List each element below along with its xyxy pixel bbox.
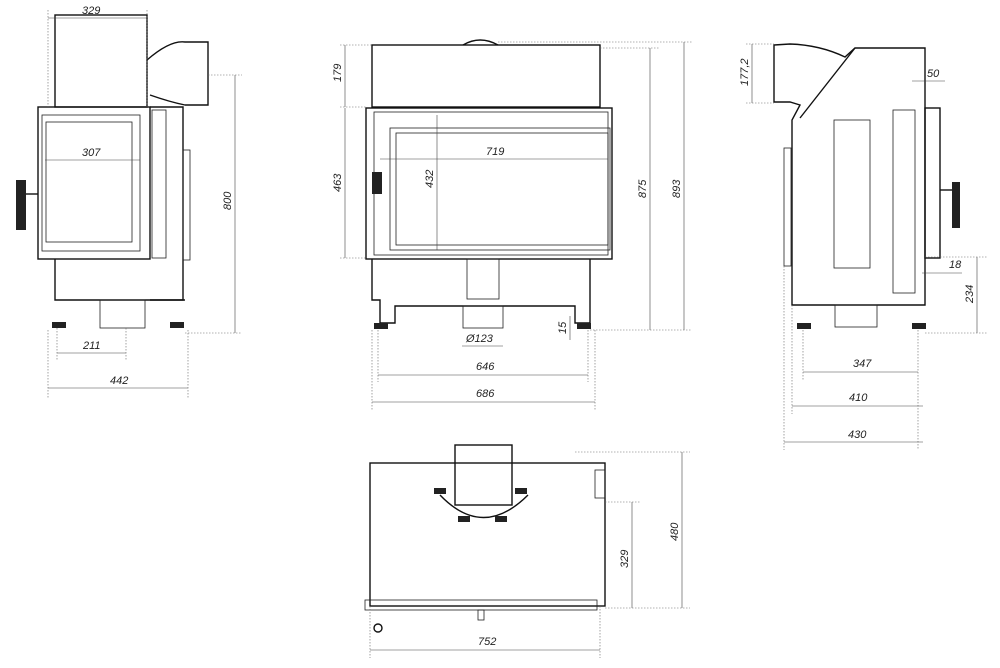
right-foot-icon: [170, 322, 184, 328]
vent-panel: [833, 119, 871, 269]
dim-347: 347: [853, 358, 872, 370]
dim-432: 432: [424, 170, 436, 188]
dim-307: 307: [82, 147, 101, 159]
dim-430: 430: [848, 429, 867, 441]
dim-329: 329: [82, 5, 100, 17]
dim-463: 463: [332, 173, 344, 192]
side-rail: [783, 147, 792, 267]
air-intake: [466, 258, 500, 300]
side-channel: [151, 109, 167, 259]
dim-752: 752: [478, 636, 496, 648]
dim-719: 719: [486, 146, 504, 158]
right-foot-icon: [577, 323, 591, 329]
dim-50: 50: [927, 68, 940, 80]
flue-stub: [477, 609, 485, 621]
side-rail: [182, 149, 191, 261]
dim-410: 410: [849, 392, 868, 404]
duct-bracket: [439, 494, 529, 519]
door-frame: [365, 107, 613, 260]
door-inner: [373, 111, 609, 256]
dim-15: 15: [557, 321, 569, 334]
dim-18: 18: [949, 259, 962, 271]
dim-flue-diameter: Ø123: [465, 333, 494, 345]
flue-outlet: [462, 305, 504, 329]
dim-646: 646: [476, 361, 495, 373]
clamp-icon: [434, 488, 446, 494]
side-channel: [892, 109, 916, 294]
slope-edge: [799, 47, 856, 119]
right-foot-icon: [912, 323, 926, 329]
door-frame-side: [924, 107, 941, 259]
right-side-view: 177,2 50 18 234 347 410 430: [739, 43, 988, 450]
dim-211: 211: [82, 340, 101, 352]
left-foot-icon: [797, 323, 811, 329]
left-foot-icon: [52, 322, 66, 328]
flue-outlet: [99, 299, 146, 329]
top-housing: [371, 44, 601, 108]
left-foot-icon: [374, 323, 388, 329]
base: [54, 259, 185, 301]
glass-outline: [389, 127, 611, 251]
base: [371, 259, 591, 324]
top-view: 329 480 752: [364, 444, 690, 658]
glass-outline: [41, 114, 141, 252]
clamp-icon: [458, 516, 470, 522]
front-view: 179 463 432 719 875 893 15 Ø123 646 686: [332, 39, 692, 410]
dim-800: 800: [222, 191, 234, 210]
door-frame: [37, 106, 151, 260]
glass-inner: [395, 132, 609, 246]
body-outline: [773, 43, 926, 306]
door-handle-icon: [372, 172, 382, 194]
clamp-icon: [515, 488, 527, 494]
dim-177-2: 177,2: [739, 58, 751, 86]
dim-686: 686: [476, 388, 495, 400]
flue-duct: [146, 41, 209, 106]
dim-329-top: 329: [619, 550, 631, 568]
handle-icon: [373, 623, 383, 633]
side-panel: [150, 106, 184, 301]
dim-179: 179: [332, 64, 344, 82]
dim-234: 234: [964, 285, 976, 304]
side-bracket: [594, 469, 606, 499]
left-side-view: 329 307 800 211 442: [16, 5, 242, 398]
dim-442: 442: [110, 375, 128, 387]
flue-outlet: [834, 304, 878, 328]
handle-icon: [16, 180, 26, 230]
flue-duct: [454, 444, 513, 506]
clamp-icon: [495, 516, 507, 522]
dim-480: 480: [669, 522, 681, 541]
dim-875: 875: [637, 179, 649, 198]
top-housing: [54, 14, 148, 108]
handle-icon: [952, 182, 960, 228]
flue-collar: [462, 39, 499, 46]
door-front: [364, 599, 598, 611]
body-outline: [369, 462, 606, 607]
glass-inner: [45, 121, 133, 243]
dim-893: 893: [671, 179, 683, 198]
